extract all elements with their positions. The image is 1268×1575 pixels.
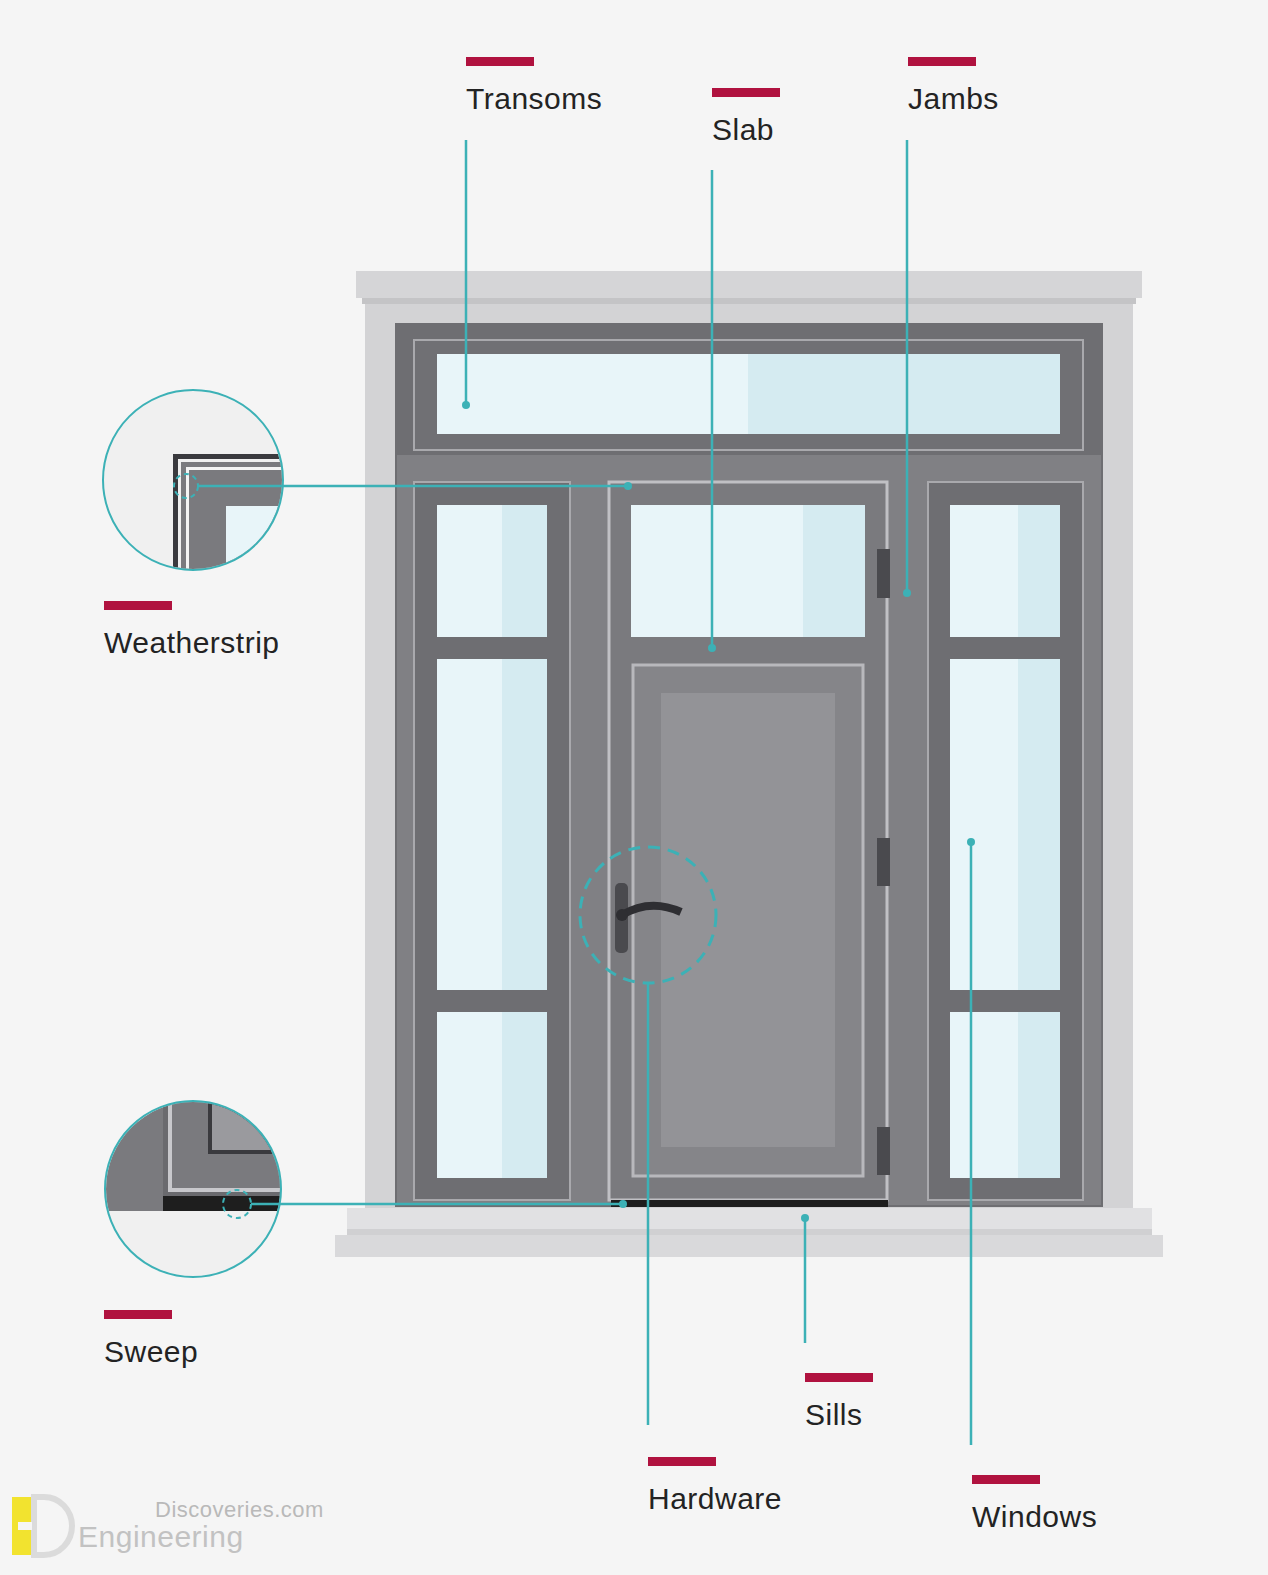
part-label: Hardware xyxy=(648,1482,782,1515)
label-bar xyxy=(648,1457,716,1466)
label-bar xyxy=(908,57,976,66)
watermark: Discoveries.com xyxy=(155,1498,324,1522)
part-label: Sweep xyxy=(104,1335,198,1368)
label-bar xyxy=(104,601,172,610)
label-bar xyxy=(712,88,780,97)
part-label: Transoms xyxy=(466,82,602,115)
label-bar xyxy=(972,1475,1040,1484)
part-label: Windows xyxy=(972,1500,1097,1533)
part-label: Slab xyxy=(712,113,774,146)
watermark: Engineering xyxy=(78,1520,244,1553)
part-label: Weatherstrip xyxy=(104,626,280,659)
part-label: Jambs xyxy=(908,82,999,115)
label-bar xyxy=(466,57,534,66)
label-bar xyxy=(104,1310,172,1319)
part-label: Sills xyxy=(805,1398,863,1431)
label-bar xyxy=(805,1373,873,1382)
